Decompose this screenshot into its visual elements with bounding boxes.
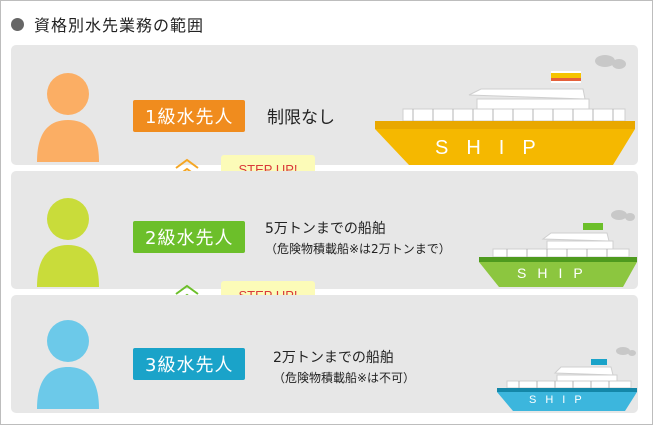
ship-small-icon: SHIP xyxy=(495,345,637,413)
ship-medium-label: SHIP xyxy=(517,265,594,281)
level-desc-main-2: 5万トンまでの船舶 xyxy=(265,221,386,237)
level-desc-3: 2万トンまでの船舶 （危険物積載船※は不可） xyxy=(273,347,415,386)
ship-small-label: SHIP xyxy=(529,394,591,406)
level-desc-1: 制限なし xyxy=(267,103,335,128)
person-silhouette-icon xyxy=(35,317,101,409)
ship-large-icon: SHIP xyxy=(373,51,635,165)
level-panel-3: 3級水先人 2万トンまでの船舶 （危険物積載船※は不可） SHIP xyxy=(11,295,638,413)
ship-medium-icon: SHIP xyxy=(477,207,637,289)
person-silhouette-icon xyxy=(35,195,101,287)
level-badge-3: 3級水先人 xyxy=(133,348,246,380)
level-desc-2: 5万トンまでの船舶 （危険物積載船※は2万トンまで） xyxy=(265,218,451,257)
header: 資格別水先業務の範囲 xyxy=(11,9,204,39)
person-silhouette-icon xyxy=(35,70,101,162)
ship-large-label: SHIP xyxy=(435,137,554,159)
level-panel-2: 2級水先人 5万トンまでの船舶 （危険物積載船※は2万トンまで） SHIP xyxy=(11,171,638,289)
level-panel-1: 1級水先人 制限なし xyxy=(11,45,638,165)
level-badge-1: 1級水先人 xyxy=(133,100,246,132)
level-desc-main-1: 制限なし xyxy=(267,108,335,128)
level-desc-sub-3: （危険物積載船※は不可） xyxy=(273,371,416,385)
bullet-dot-icon xyxy=(11,17,24,31)
level-desc-main-3: 2万トンまでの船舶 xyxy=(273,350,394,366)
page-title: 資格別水先業務の範囲 xyxy=(34,16,205,35)
level-desc-sub-2: （危険物積載船※は2万トンまで） xyxy=(265,242,451,256)
level-badge-2: 2級水先人 xyxy=(133,221,246,253)
